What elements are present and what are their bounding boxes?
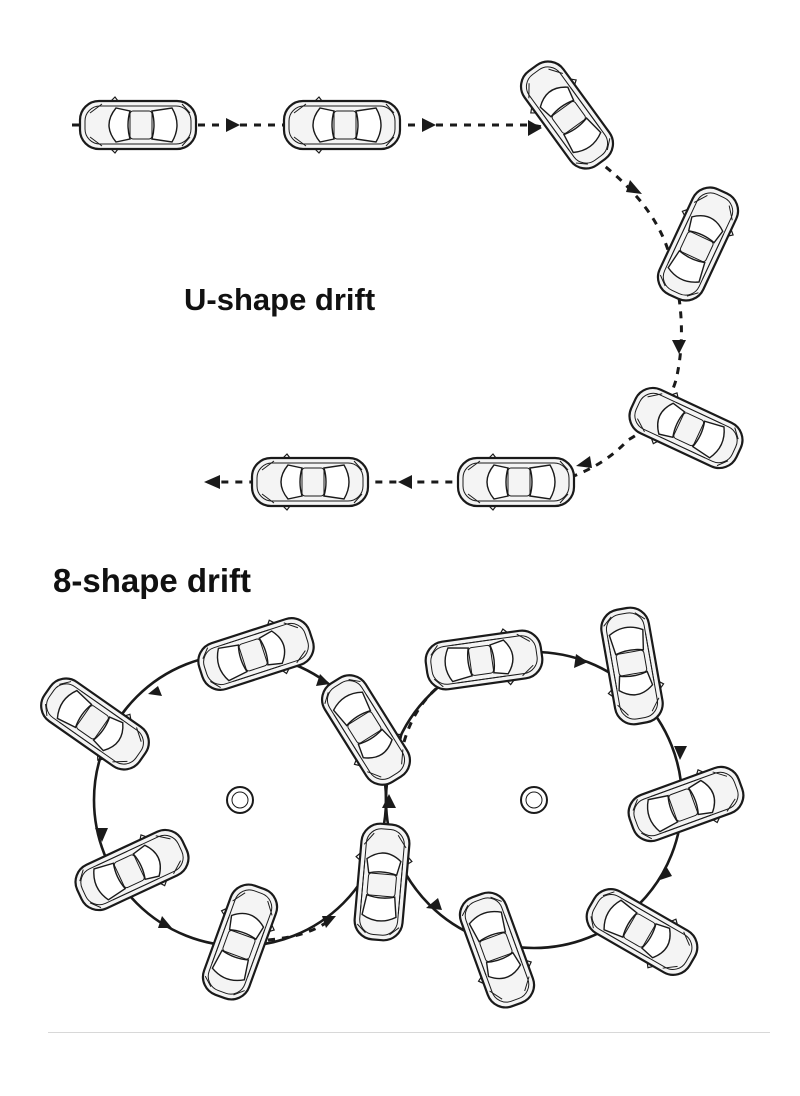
arrow-icon — [528, 120, 542, 136]
arrow-icon — [148, 686, 162, 696]
arrow-icon — [660, 866, 672, 880]
arrow-icon — [158, 916, 172, 928]
arrow-icon — [626, 180, 642, 194]
u-shape-title: U-shape drift — [184, 282, 376, 317]
arrow-icon — [426, 898, 442, 910]
car-icon — [30, 666, 160, 782]
arrow-icon — [322, 916, 336, 928]
u-shape-section — [72, 50, 752, 512]
arrow-icon — [226, 118, 240, 132]
pylon-icon — [226, 786, 254, 814]
arrow-icon — [382, 794, 396, 808]
car-icon — [593, 602, 671, 730]
arrow-icon — [204, 475, 220, 489]
pylon-icon — [525, 791, 543, 809]
car-icon — [620, 377, 752, 479]
car-icon — [576, 877, 708, 987]
arrow-icon — [672, 340, 686, 354]
arrow-icon — [576, 456, 592, 468]
car-icon — [78, 95, 198, 155]
eight-shape-title: 8-shape drift — [53, 562, 252, 599]
car-icon — [347, 820, 417, 944]
divider — [48, 1032, 770, 1033]
arrow-icon — [574, 654, 588, 668]
car-icon — [647, 178, 749, 310]
arrow-icon — [674, 746, 687, 760]
car-icon — [509, 50, 625, 180]
arrow-icon — [95, 828, 108, 842]
car-icon — [191, 608, 321, 700]
arrow-icon — [398, 475, 412, 489]
arrow-icon — [422, 118, 436, 132]
car-icon — [66, 819, 198, 921]
pylon-icon — [520, 786, 548, 814]
arrow-icon — [316, 674, 330, 686]
u-path-dashed — [72, 123, 683, 484]
car-icon — [421, 623, 547, 697]
eight-shape-section — [30, 602, 752, 1016]
car-icon — [250, 452, 370, 512]
car-icon — [282, 95, 402, 155]
car-icon — [620, 756, 752, 852]
pylon-icon — [231, 791, 249, 809]
car-icon — [449, 884, 545, 1016]
car-icon — [456, 452, 576, 512]
